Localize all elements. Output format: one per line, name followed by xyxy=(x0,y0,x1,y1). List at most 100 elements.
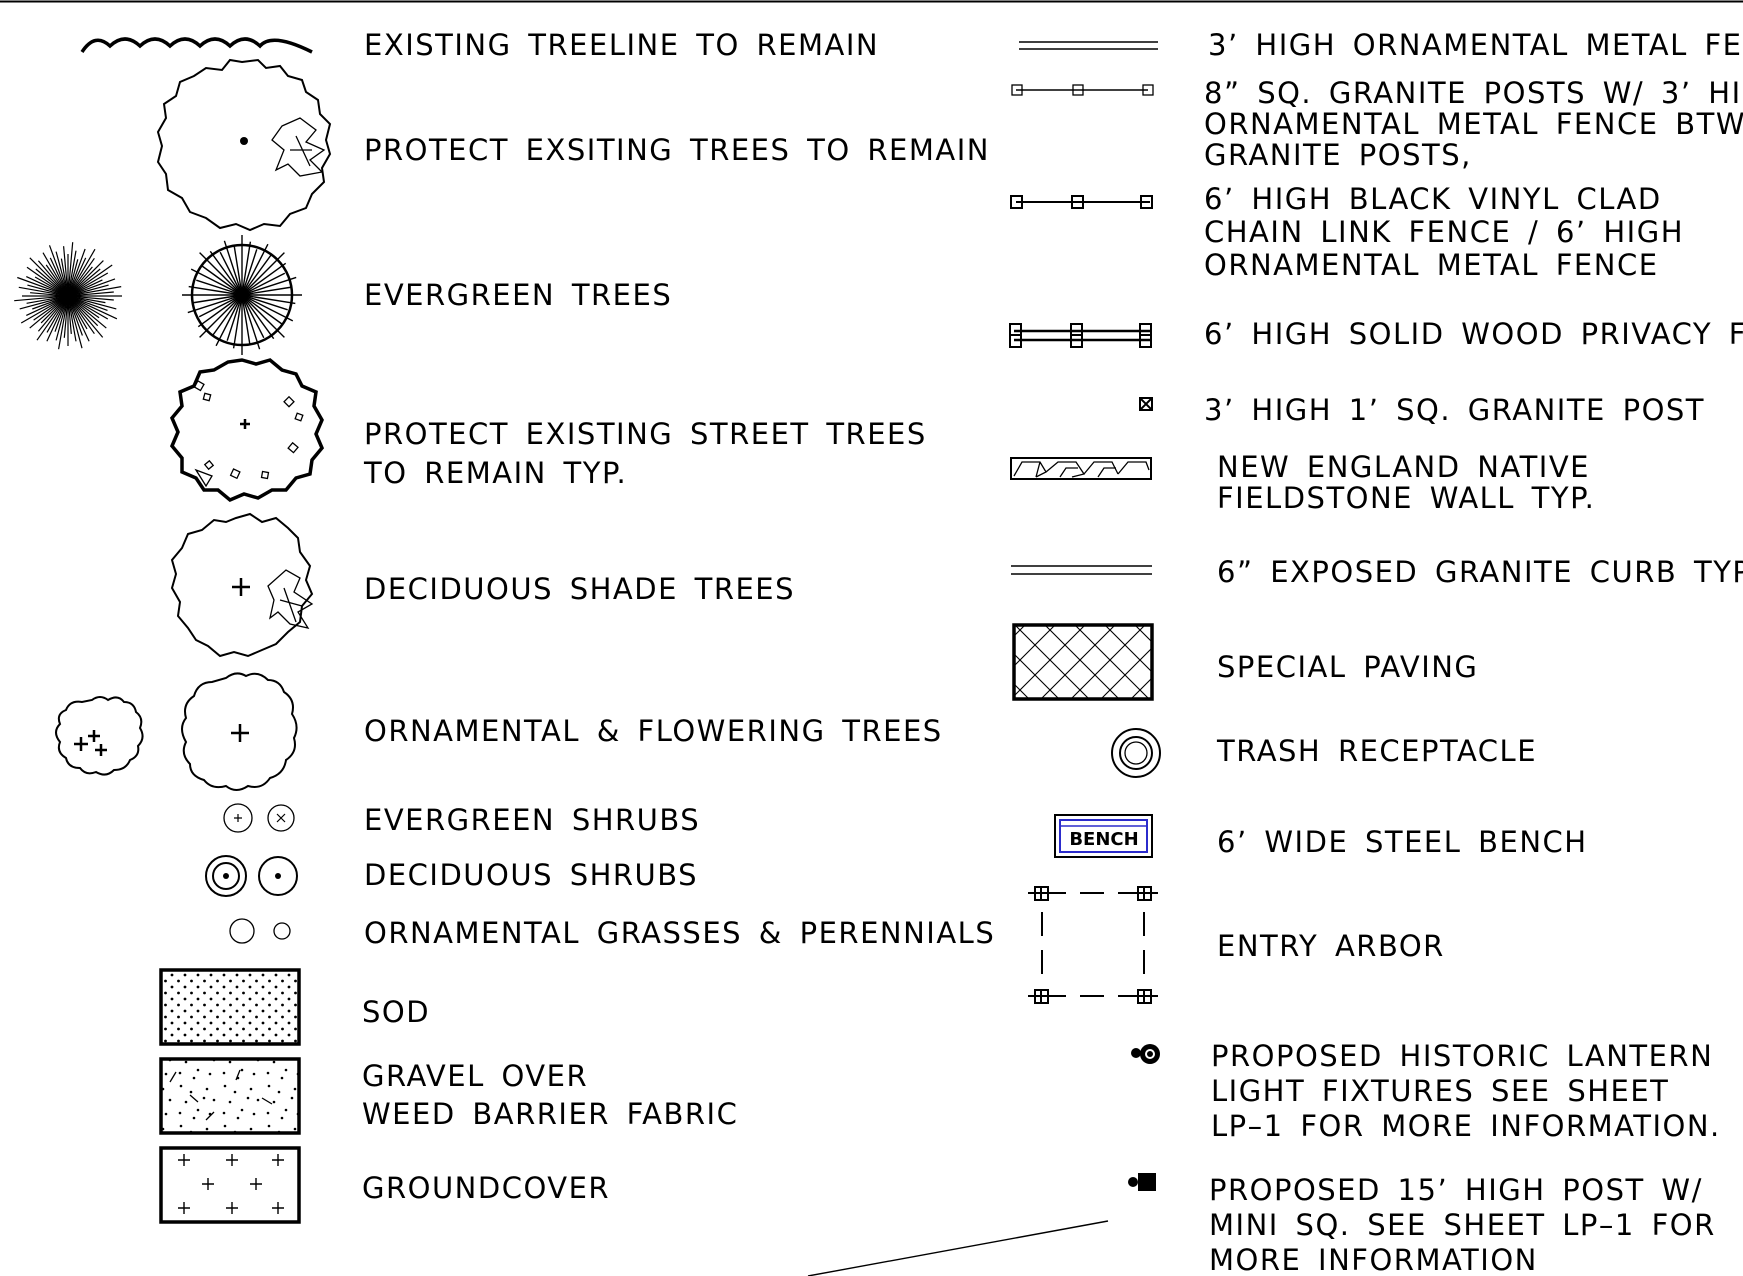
groundcover-hatch-icon xyxy=(159,1146,301,1224)
evergreen-needle xyxy=(40,298,66,324)
evergreen-needle xyxy=(241,272,286,296)
label-post-light-line-2: MINI SQ. SEE SHEET LP–1 FOR xyxy=(1209,1208,1716,1242)
evergreen-tree-icon xyxy=(14,235,302,355)
evergreen-needle xyxy=(71,272,109,295)
bench-label: BENCH xyxy=(1069,829,1138,850)
evergreen-needle xyxy=(69,299,90,342)
gravel-hatch-icon xyxy=(159,1057,301,1135)
label-trash: TRASH RECEPTACLE xyxy=(1216,734,1537,768)
evergreen-needle xyxy=(26,297,65,316)
evergreen-needle xyxy=(71,297,118,320)
label-granite-posts-fence-line-2: ORNAMENTAL METAL FENCE BTWN xyxy=(1204,107,1743,141)
evergreen-needle xyxy=(26,296,65,304)
evergreen-needle xyxy=(68,259,79,293)
evergreen-needle xyxy=(241,294,288,311)
evergreen-needle xyxy=(215,294,243,347)
evergreen-needle xyxy=(63,246,69,293)
sod-hatch-icon xyxy=(159,968,301,1046)
evergreen-needle xyxy=(69,248,96,293)
evergreen-needle xyxy=(42,252,67,293)
evergreen-needle xyxy=(241,276,297,296)
metal-fence-icon xyxy=(1019,41,1158,50)
evergreen-needle xyxy=(209,250,243,296)
evergreen-shrub-icon xyxy=(223,803,295,833)
evergreen-needle xyxy=(69,298,95,335)
right-column-labels: 3’ HIGH ORNAMENTAL METAL FENCE8” SQ. GRA… xyxy=(1204,28,1743,1276)
label-gravel-line-1: GRAVEL OVER xyxy=(362,1059,588,1093)
evergreen-center-ring xyxy=(59,287,77,305)
evergreen-needle xyxy=(241,252,285,296)
label-grasses: ORNAMENTAL GRASSES & PERENNIALS xyxy=(364,916,995,950)
evergreen-needle xyxy=(69,257,95,294)
evergreen-needle xyxy=(58,299,68,350)
evergreen-needle xyxy=(211,294,243,337)
label-bench: 6’ WIDE STEEL BENCH xyxy=(1217,825,1588,859)
evergreen-needle xyxy=(226,294,243,341)
evergreen-needle xyxy=(71,279,103,295)
evergreen-needle xyxy=(233,244,243,296)
evergreen-needle xyxy=(71,284,109,296)
bench-icon: BENCH xyxy=(1054,814,1153,858)
evergreen-needle xyxy=(241,294,275,340)
evergreen-needle xyxy=(69,299,88,330)
evergreen-needle xyxy=(241,294,251,346)
evergreen-needle xyxy=(67,242,74,293)
evergreen-needle xyxy=(48,245,68,293)
label-protect-trees: PROTECT EXSITING TREES TO REMAIN xyxy=(364,133,990,167)
label-granite-post: 3’ HIGH 1’ SQ. GRANITE POST xyxy=(1204,393,1705,427)
evergreen-needle xyxy=(70,298,107,329)
evergreen-needle xyxy=(26,266,66,295)
label-lantern-line-3: LP–1 FOR MORE INFORMATION. xyxy=(1211,1109,1721,1143)
evergreen-needle xyxy=(29,257,66,294)
evergreen-needle xyxy=(190,268,243,296)
evergreen-needle xyxy=(71,278,116,296)
label-treeline: EXISTING TREELINE TO REMAIN xyxy=(364,28,879,62)
evergreen-needle xyxy=(67,299,72,334)
label-metal-fence: 3’ HIGH ORNAMENTAL METAL FENCE xyxy=(1208,28,1743,62)
evergreen-needle xyxy=(68,248,86,293)
label-arbor: ENTRY ARBOR xyxy=(1217,929,1445,963)
evergreen-needle xyxy=(68,299,77,342)
trash-receptacle-icon xyxy=(1111,728,1161,778)
evergreen-needle xyxy=(71,296,106,304)
label-lantern-line-2: LIGHT FIXTURES SEE SHEET xyxy=(1211,1074,1669,1108)
evergreen-needle xyxy=(68,299,83,349)
evergreen-needle xyxy=(55,299,68,341)
treeline-icon xyxy=(80,37,313,54)
evergreen-needle xyxy=(71,296,117,310)
label-street-trees-line-1: PROTECT EXISTING STREET TREES xyxy=(364,417,927,451)
label-sod: SOD xyxy=(362,995,430,1029)
evergreen-needle xyxy=(30,292,65,297)
evergreen-needle xyxy=(29,298,66,329)
lantern-light-icon xyxy=(1131,1044,1160,1064)
evergreen-needle xyxy=(199,294,243,338)
entry-arbor-icon xyxy=(1028,886,1158,1004)
evergreen-needle xyxy=(36,298,67,341)
label-fieldstone-wall-line-1: NEW ENGLAND NATIVE xyxy=(1217,450,1590,484)
evergreen-needle xyxy=(55,251,68,293)
evergreen-needle xyxy=(37,260,66,294)
evergreen-needle xyxy=(54,299,68,332)
label-deciduous-shrubs: DECIDUOUS SHRUBS xyxy=(364,858,698,892)
special-paving-icon xyxy=(1012,623,1154,701)
label-gravel-line-2: WEED BARRIER FABRIC xyxy=(362,1097,738,1131)
evergreen-needle xyxy=(241,253,273,296)
evergreen-needle xyxy=(241,241,252,296)
evergreen-needle xyxy=(68,250,77,293)
evergreen-needle xyxy=(241,294,284,326)
evergreen-needle xyxy=(45,264,67,294)
evergreen-needle xyxy=(219,251,243,296)
evergreen-needle xyxy=(241,249,258,296)
evergreen-needle xyxy=(68,299,83,336)
label-street-trees-line-2: TO REMAIN TYP. xyxy=(363,456,627,490)
label-chain-link-fence-line-1: 6’ HIGH BLACK VINYL CLAD xyxy=(1204,182,1662,216)
grasses-icon xyxy=(229,918,291,944)
label-evergreen-shrubs: EVERGREEN SHRUBS xyxy=(364,803,700,837)
evergreen-needle xyxy=(241,294,261,350)
granite-post-icon xyxy=(1139,397,1153,411)
evergreen-needle xyxy=(223,240,243,296)
evergreen-needle xyxy=(69,257,87,293)
evergreen-needle xyxy=(49,257,67,293)
evergreen-needle xyxy=(198,294,243,318)
